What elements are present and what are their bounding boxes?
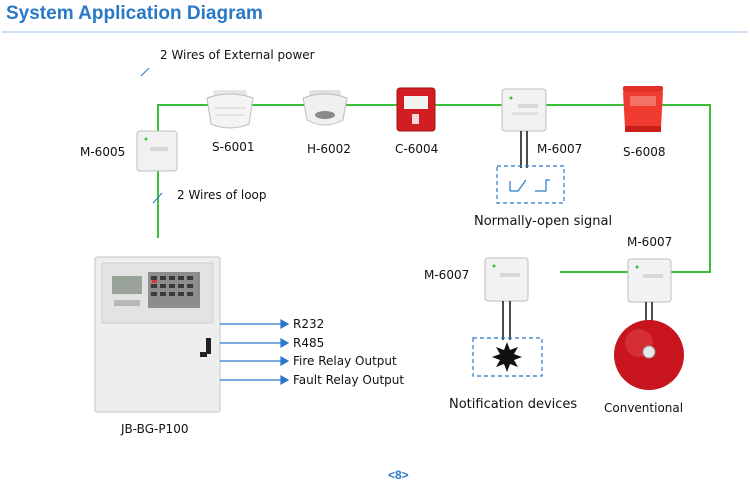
loop-label: 2 Wires of loop bbox=[177, 188, 267, 202]
h6002-label: H-6002 bbox=[307, 142, 351, 156]
m6005-module bbox=[136, 130, 178, 172]
m6007-mid-module bbox=[484, 257, 529, 302]
output-fire-relay: Fire Relay Output bbox=[293, 354, 397, 368]
m6007-right-module bbox=[627, 258, 672, 303]
page-number: <8> bbox=[388, 468, 409, 482]
output-r232: R232 bbox=[293, 317, 325, 331]
call-point-c6004 bbox=[396, 87, 436, 132]
m6007-top-label: M-6007 bbox=[537, 142, 583, 156]
conventional-label: Conventional bbox=[604, 401, 684, 415]
notification-wires bbox=[502, 301, 511, 340]
no-signal-wires bbox=[520, 131, 528, 168]
output-r485: R485 bbox=[293, 336, 325, 350]
external-power-label: 2 Wires of External power bbox=[160, 48, 315, 62]
normally-open-box bbox=[496, 165, 565, 204]
output-fault-relay: Fault Relay Output bbox=[293, 373, 405, 387]
starburst-icon bbox=[492, 342, 522, 372]
strobe-s6008 bbox=[623, 86, 663, 132]
notification-label: Notification devices bbox=[449, 397, 578, 412]
m6005-label: M-6005 bbox=[80, 145, 126, 159]
heat-detector-h6002 bbox=[302, 90, 348, 126]
notification-box bbox=[472, 337, 543, 377]
m6007-right-label: M-6007 bbox=[627, 235, 673, 249]
control-panel-jb-bg-p100 bbox=[94, 256, 221, 413]
title-divider bbox=[2, 31, 748, 33]
external-power-slash bbox=[140, 67, 150, 77]
page-title: System Application Diagram bbox=[6, 3, 263, 24]
loop-slash bbox=[152, 192, 163, 204]
m6007-top-module bbox=[501, 88, 547, 132]
s6008-label: S-6008 bbox=[623, 145, 666, 159]
smoke-detector-s6001 bbox=[206, 90, 254, 129]
conventional-bell bbox=[614, 320, 684, 390]
c6004-label: C-6004 bbox=[395, 142, 439, 156]
m6007-mid-label: M-6007 bbox=[424, 268, 470, 282]
normally-open-label: Normally-open signal bbox=[474, 214, 613, 229]
s6001-label: S-6001 bbox=[212, 140, 255, 154]
output-arrows bbox=[220, 318, 290, 386]
panel-label: JB-BG-P100 bbox=[121, 422, 189, 436]
